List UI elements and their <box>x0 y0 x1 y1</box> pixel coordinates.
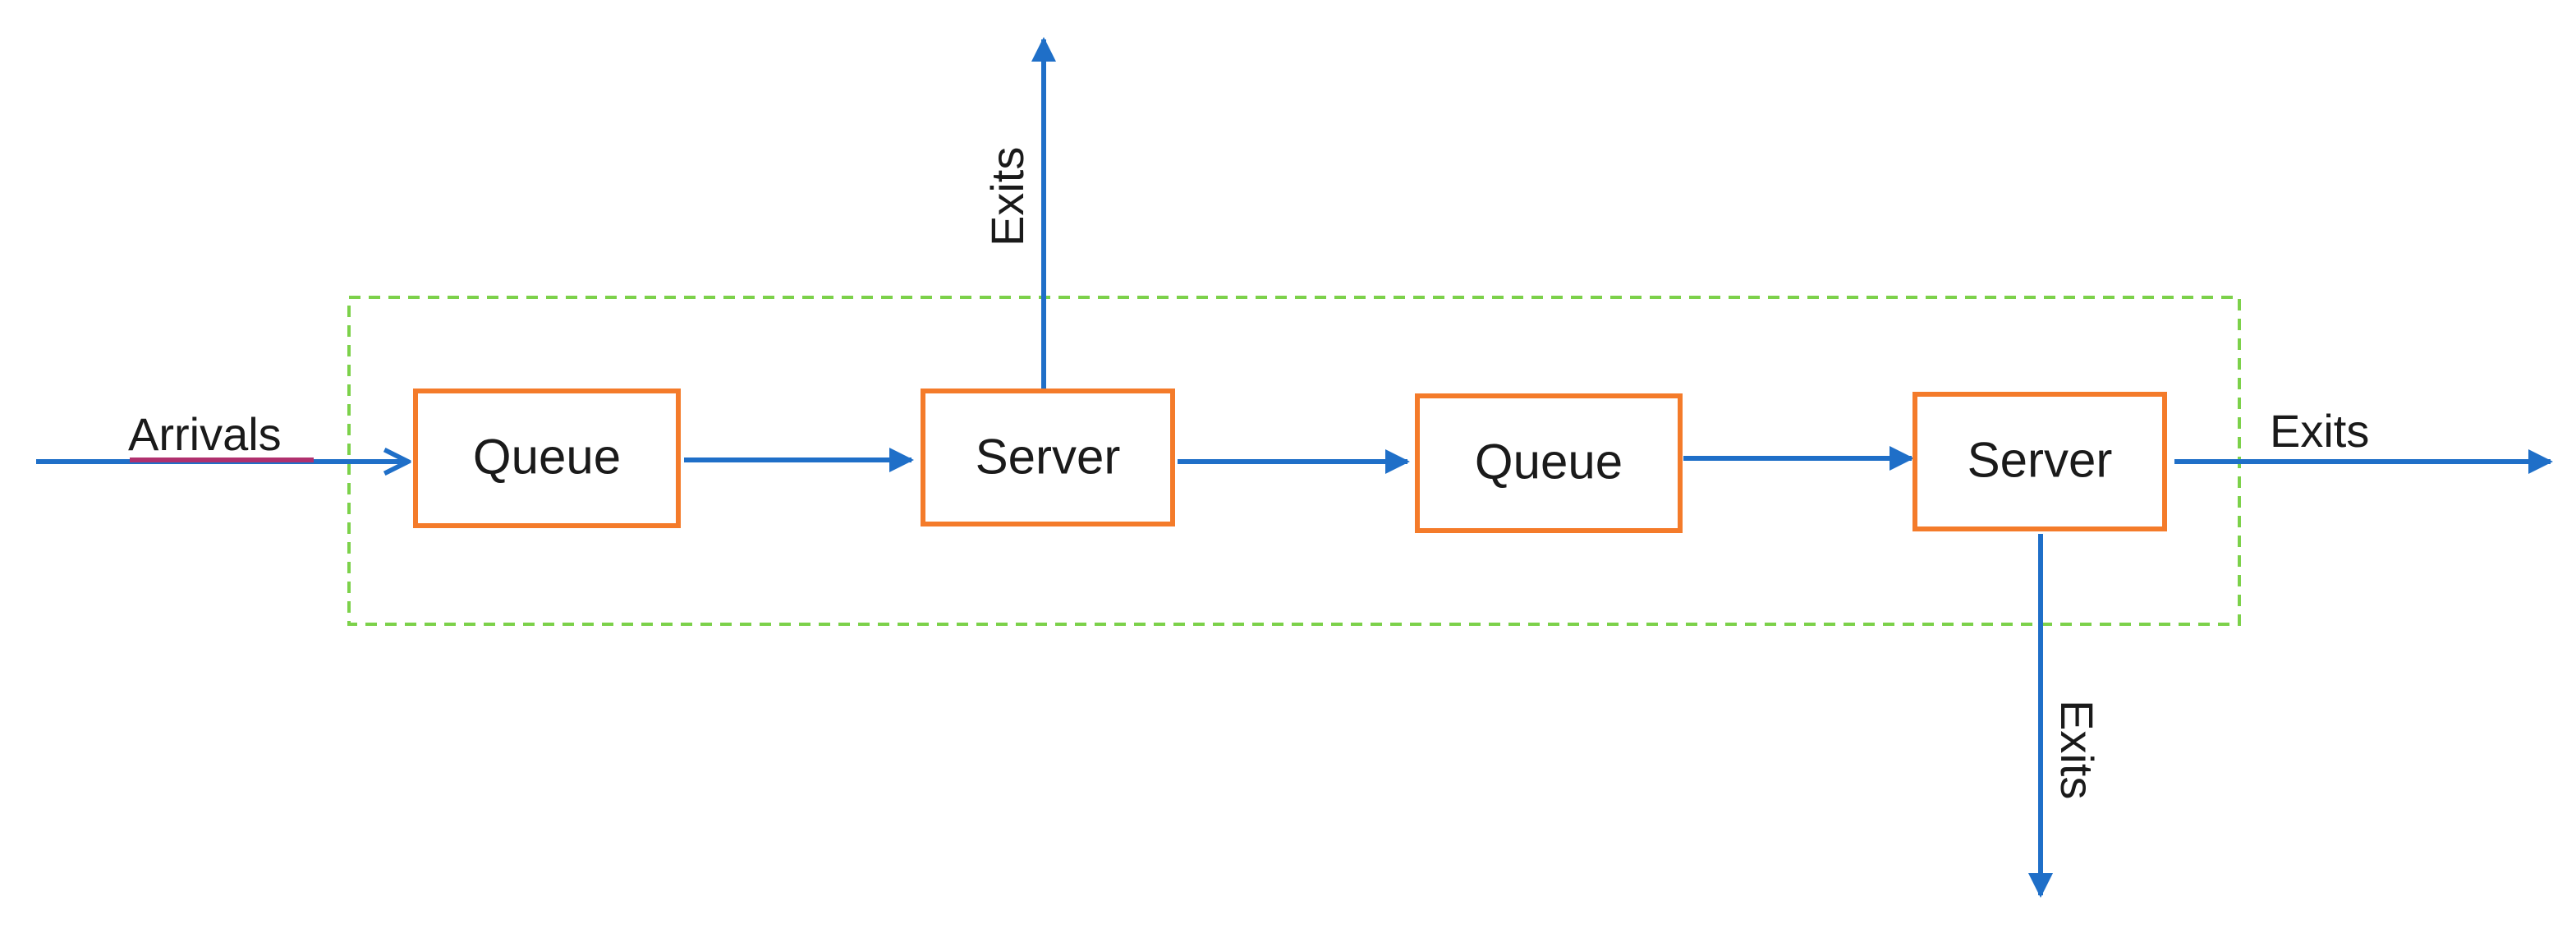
server-node-2: Server <box>1912 392 2167 531</box>
arrivals-label: Arrivals <box>128 408 282 460</box>
server-label-2: Server <box>1968 433 2113 488</box>
queue-node-1: Queue <box>413 389 681 528</box>
queue-box-1 <box>413 389 681 528</box>
queue-label-2: Queue <box>1475 435 1623 490</box>
server-box-2 <box>1912 392 2167 531</box>
server-box-1 <box>921 389 1175 526</box>
queue-node-2: Queue <box>1415 393 1683 533</box>
exit-top-label: Exits <box>981 147 1033 246</box>
queue-label-1: Queue <box>473 430 621 485</box>
exit-bottom-label: Exits <box>2051 700 2103 799</box>
exit-right-label: Exits <box>2270 405 2369 457</box>
queue-box-2 <box>1415 393 1683 533</box>
server-node-1: Server <box>921 389 1175 526</box>
server-label-1: Server <box>976 430 1121 485</box>
